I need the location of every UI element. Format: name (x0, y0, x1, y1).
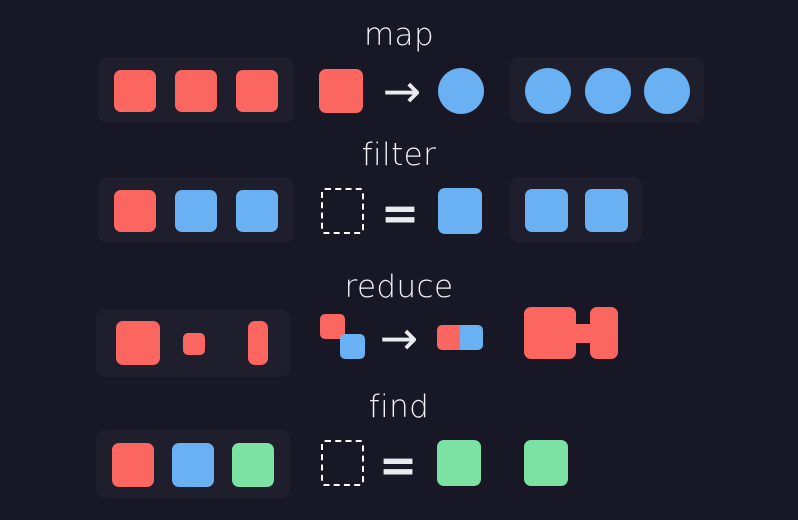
map-input-panel (98, 57, 294, 123)
map-input-item-3 (236, 70, 278, 112)
find-operation-result-square (437, 440, 481, 486)
row-map: map → (0, 0, 798, 130)
row-title-map: map (363, 17, 435, 53)
map-operation-arrow-icon: → (382, 64, 422, 118)
reduce-output-blob-connector (572, 324, 594, 343)
row-title-reduce: reduce (344, 269, 454, 305)
reduce-operation-result-red (437, 325, 460, 350)
map-output-item-3 (644, 68, 690, 114)
map-output-panel (510, 57, 704, 123)
map-input-item-1 (114, 70, 156, 112)
reduce-output-blob-right (590, 307, 618, 359)
filter-input-item-2 (175, 190, 217, 232)
row-reduce: reduce → (0, 252, 798, 382)
reduce-input-panel (96, 309, 290, 377)
filter-operation-placeholder (321, 188, 364, 234)
row-title-filter: filter (361, 137, 437, 173)
filter-input-panel (98, 177, 294, 243)
map-operation-result-circle (438, 68, 484, 114)
reduce-operation-arrow-icon: → (379, 311, 419, 365)
filter-output-item-1 (525, 189, 568, 232)
reduce-output-merged-blob (524, 307, 618, 359)
reduce-input-item-tall (248, 321, 268, 365)
find-input-item-2 (172, 443, 214, 487)
filter-input-item-3 (236, 190, 278, 232)
find-input-item-1 (112, 443, 154, 487)
reduce-input-item-small (183, 333, 205, 355)
filter-operation-result-square (438, 188, 482, 234)
filter-input-item-1 (114, 190, 156, 232)
reduce-output-blob-left (524, 307, 576, 359)
find-input-item-3 (232, 443, 274, 487)
find-input-panel (96, 430, 290, 498)
filter-output-panel (510, 177, 642, 243)
find-operation-equals-icon: = (378, 438, 418, 492)
reduce-operation-result-blue (460, 325, 483, 350)
row-filter: filter = (0, 120, 798, 250)
filter-operation-equals-icon: = (380, 186, 420, 240)
map-output-item-2 (585, 68, 631, 114)
reduce-operation-source-blue (340, 334, 365, 359)
find-output-item-1 (524, 440, 568, 486)
row-title-find: find (368, 389, 430, 425)
find-operation-placeholder (321, 440, 364, 486)
filter-output-item-2 (585, 189, 628, 232)
map-output-item-1 (525, 68, 571, 114)
reduce-input-item-large (116, 321, 160, 365)
map-operation-source-square (319, 69, 363, 113)
map-input-item-2 (175, 70, 217, 112)
row-find: find = (0, 372, 798, 512)
